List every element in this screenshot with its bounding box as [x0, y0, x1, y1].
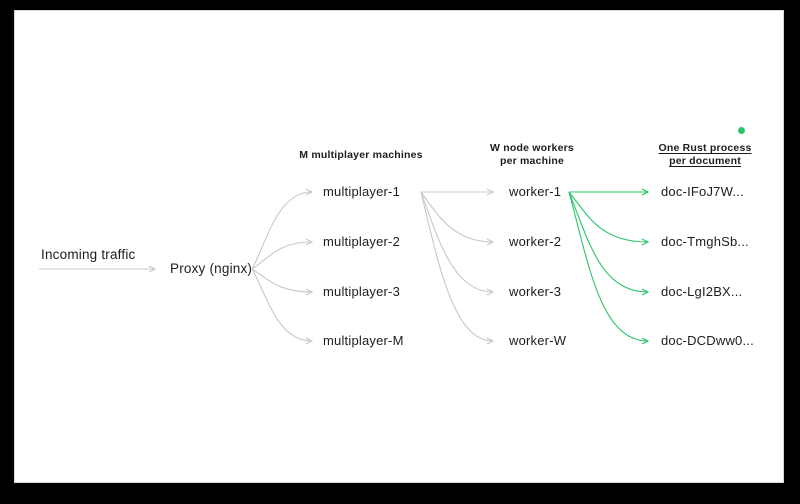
edge-proxy-multiplayer-3 [251, 268, 314, 296]
node-doc-4: doc-DCDww0... [661, 333, 754, 348]
header-node-workers-line2: per machine [499, 155, 565, 167]
node-multiplayer-M: multiplayer-M [323, 333, 404, 348]
node-doc-2: doc-TmghSb... [661, 234, 749, 249]
incoming-traffic-label: Incoming traffic [41, 247, 136, 262]
header-rust-process-line2: per document [669, 155, 741, 167]
node-doc-3: doc-LgI2BX... [661, 284, 743, 299]
edge-worker1-doc-3 [568, 191, 650, 296]
node-worker-3: worker-3 [509, 284, 562, 299]
header-node-workers-line1: W node workers [490, 142, 574, 154]
edge-proxy-multiplayer-2 [251, 238, 314, 270]
header-rust-process-line1: One Rust process [658, 142, 752, 154]
edge-worker1-doc-2 [568, 191, 650, 246]
node-multiplayer-3: multiplayer-3 [323, 284, 401, 299]
edge-proxy-multiplayer-M [251, 268, 314, 345]
edge-multiplayer1-worker-2 [420, 191, 495, 246]
green-status-dot-icon [738, 127, 745, 134]
edge-multiplayer1-worker-W [420, 191, 495, 345]
node-worker-W: worker-W [509, 333, 567, 348]
connector-layer [39, 188, 650, 345]
node-multiplayer-1: multiplayer-1 [323, 184, 401, 199]
edge-worker1-doc-4 [568, 191, 650, 345]
node-worker-2: worker-2 [509, 234, 562, 249]
node-worker-1: worker-1 [509, 184, 562, 199]
header-multiplayer-machines: M multiplayer machines [299, 149, 423, 161]
node-multiplayer-2: multiplayer-2 [323, 234, 401, 249]
edge-multiplayer1-worker-3 [420, 191, 495, 296]
edge-proxy-multiplayer-1 [251, 188, 314, 270]
diagram-canvas: Incoming traffic Proxy (nginx) M multipl… [14, 10, 784, 483]
node-doc-1: doc-IFoJ7W... [661, 184, 744, 199]
header-node-workers: W node workers per machine [452, 142, 612, 168]
header-rust-process: One Rust process per document [625, 142, 785, 168]
proxy-node-label: Proxy (nginx) [170, 261, 253, 276]
